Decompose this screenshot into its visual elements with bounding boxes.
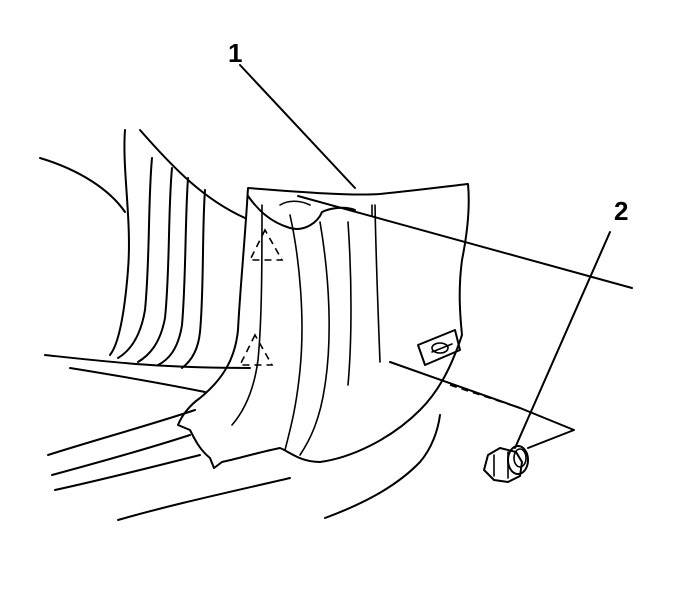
body-structure <box>39 129 441 521</box>
callout-2: 2 <box>614 196 628 226</box>
bolt <box>483 445 529 483</box>
trim-panel <box>177 183 470 469</box>
callouts: 1 2 <box>228 38 628 226</box>
callout-1: 1 <box>228 38 242 68</box>
hidden-clips <box>238 228 284 366</box>
leader-lines <box>239 64 633 449</box>
